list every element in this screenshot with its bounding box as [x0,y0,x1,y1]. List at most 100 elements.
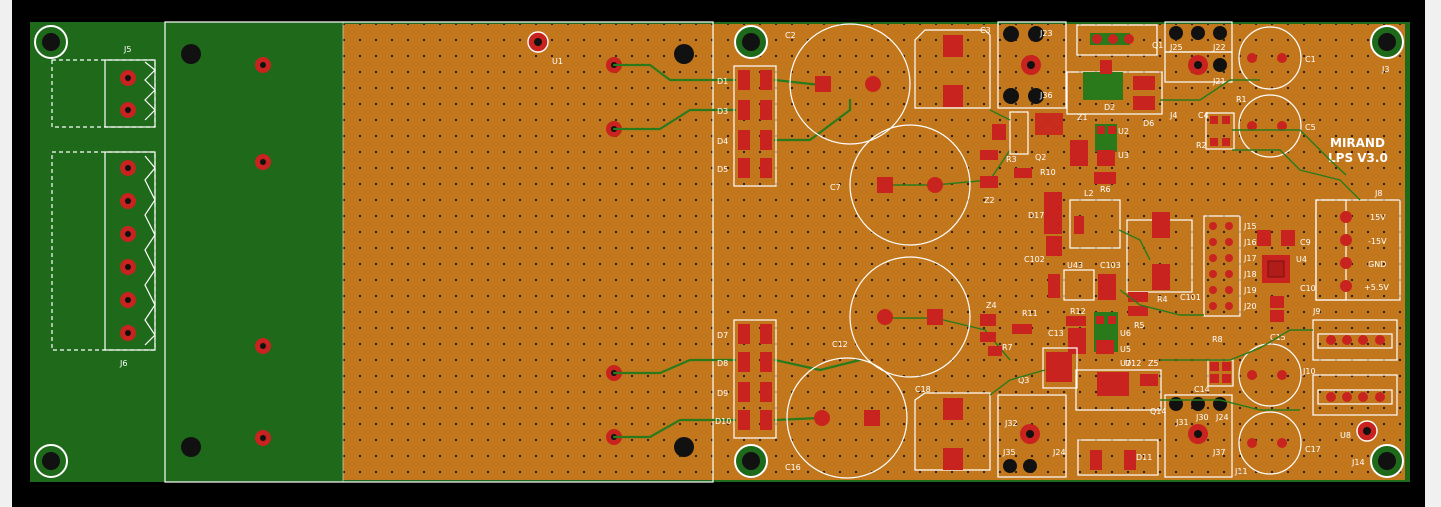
silkscreen-label: MIRAND [1330,136,1385,150]
silkscreen-label: D1 [717,77,728,86]
silkscreen-label: U7 [1120,359,1131,368]
silkscreen-label: J14 [1351,458,1365,467]
silkscreen-label: C101 [1180,293,1201,302]
routing-traces-right [989,79,1361,411]
headers-bottom: J32 J35 J24 D11 J31 J30 J24 J37 J11 [997,394,1248,478]
silkscreen-label: L2 [1084,189,1094,198]
silkscreen-label: C3 [980,26,991,35]
smd-cluster-r1-r2: R1 R2 C4 [1196,95,1247,150]
silkscreen-label: D2 [1104,103,1115,112]
silkscreen-label: -15V [1368,237,1387,246]
capacitor-c18: C18 [914,385,991,471]
silkscreen-label: R6 [1100,185,1111,194]
silkscreen-label: J30 [1195,413,1209,422]
silkscreen-label: R12 [1070,307,1086,316]
silkscreen-label: D17 [1028,211,1044,220]
silkscreen-label: C10 [1300,284,1316,293]
silkscreen-label: C7 [830,183,841,192]
silkscreen-label: C17 [1305,445,1321,454]
jumpers-j15-j20: J15 J16 J17 J18 J19 J20 [1203,215,1257,317]
silkscreen-label: Z2 [984,196,995,205]
regulator-section-lower: Z4 R7 R11 R12 C13 U6 U5 U7 Q3 D12 Z5 R8 … [980,301,1234,416]
silkscreen-label: D6 [1143,119,1154,128]
silkscreen-label: LPS V3.0 [1328,151,1388,165]
silkscreen-label: Z4 [986,301,997,310]
header-j10: J10 [1302,367,1398,416]
silkscreen-label: C102 [1024,255,1045,264]
silkscreen-label: U4 [1296,255,1307,264]
silkscreen-label: R10 [1040,168,1056,177]
window-scrollbar-edge[interactable] [1425,0,1441,507]
silkscreen-label: J15 [1243,222,1257,231]
silkscreen-label: J32 [1004,419,1018,428]
connector-j6: J6 [51,151,156,368]
silkscreen-label: J24 [1215,413,1229,422]
mounting-holes [34,25,1404,478]
silkscreen-label: J23 [1039,29,1053,38]
transformer-pins: U1 [255,31,622,446]
silkscreen-label: J22 [1212,43,1226,52]
silkscreen-label: 15V [1370,213,1386,222]
silkscreen-label: J4 [1169,111,1177,120]
copper-pour-vias [343,24,1405,480]
silkscreen-label: R8 [1212,335,1223,344]
silkscreen-label: R3 [1006,155,1017,164]
silkscreen-label: Q3 [1018,376,1029,385]
silkscreen-label: Q2 [1035,153,1046,162]
silkscreen-label: D4 [717,137,728,146]
silkscreen-label: J36 [1039,91,1053,100]
diode-d2-region: D2 D6 [1066,60,1163,128]
silkscreen-label: U1 [552,57,563,66]
silkscreen-label: C103 [1100,261,1121,270]
silkscreen-label: J31 [1175,418,1189,427]
header-j4: J4 [1169,111,1177,120]
silkscreen-label: J24 [1052,448,1066,457]
silkscreen-label: J10 [1302,367,1316,376]
silkscreen-label: C9 [1300,238,1311,247]
silkscreen-label: J25 [1169,43,1183,52]
silkscreen-label: Q14 [1150,407,1166,416]
silkscreen-label: D7 [717,331,728,340]
silkscreen-label: U6 [1120,329,1131,338]
silkscreen-label: U3 [1118,151,1129,160]
silkscreen-label: R11 [1022,309,1038,318]
silkscreen-label: C1 [1305,55,1316,64]
bulk-capacitors: C2 C7 C12 C16 [785,23,971,479]
silkscreen-label: R7 [1002,343,1013,352]
header-j36: J23 J36 [997,21,1067,109]
silkscreen-label: J35 [1002,448,1016,457]
silkscreen-label: R4 [1157,295,1168,304]
silkscreen-label: J6 [119,359,127,368]
heatsink-outline [164,21,714,483]
board-title: MIRAND LPS V3.0 [1328,136,1388,165]
silkscreen-label: J18 [1243,270,1257,279]
input-traces [612,63,1011,439]
silkscreen-label: D5 [717,165,728,174]
silkscreen-label: R2 [1196,141,1207,150]
silkscreen-label: J20 [1243,302,1257,311]
silkscreen-label: C16 [785,463,801,472]
silkscreen-label: J9 [1312,307,1320,316]
output-connector-j8: J8 15V -15V GND +5.5V [1315,189,1401,301]
silkscreen-label: C14 [1194,385,1210,394]
connector-j5: J5 [51,45,156,128]
silkscreen-label: J16 [1243,238,1257,247]
ic-u4: U4 C9 C10 [1257,230,1316,322]
silkscreen-label: D3 [717,107,728,116]
transistor-q1: Q1 [1076,24,1163,56]
diodes-top-group: D1 D3 D4 D5 [717,65,777,187]
silkscreen-label: C5 [1305,123,1316,132]
capacitor-c3: C3 [914,26,991,109]
silkscreen-label: Z5 [1148,359,1159,368]
silkscreen-label: J17 [1243,254,1257,263]
silkscreen-label: C2 [785,31,796,40]
silkscreen-label: Q1 [1152,41,1163,50]
silkscreen-label: Z1 [1077,113,1088,122]
silkscreen-label: J11 [1234,467,1248,476]
silkscreen-label: J5 [123,45,131,54]
silkscreen-label: D12 [1125,359,1141,368]
silkscreen-label: C18 [915,385,931,394]
silkscreen-label: R1 [1236,95,1247,104]
